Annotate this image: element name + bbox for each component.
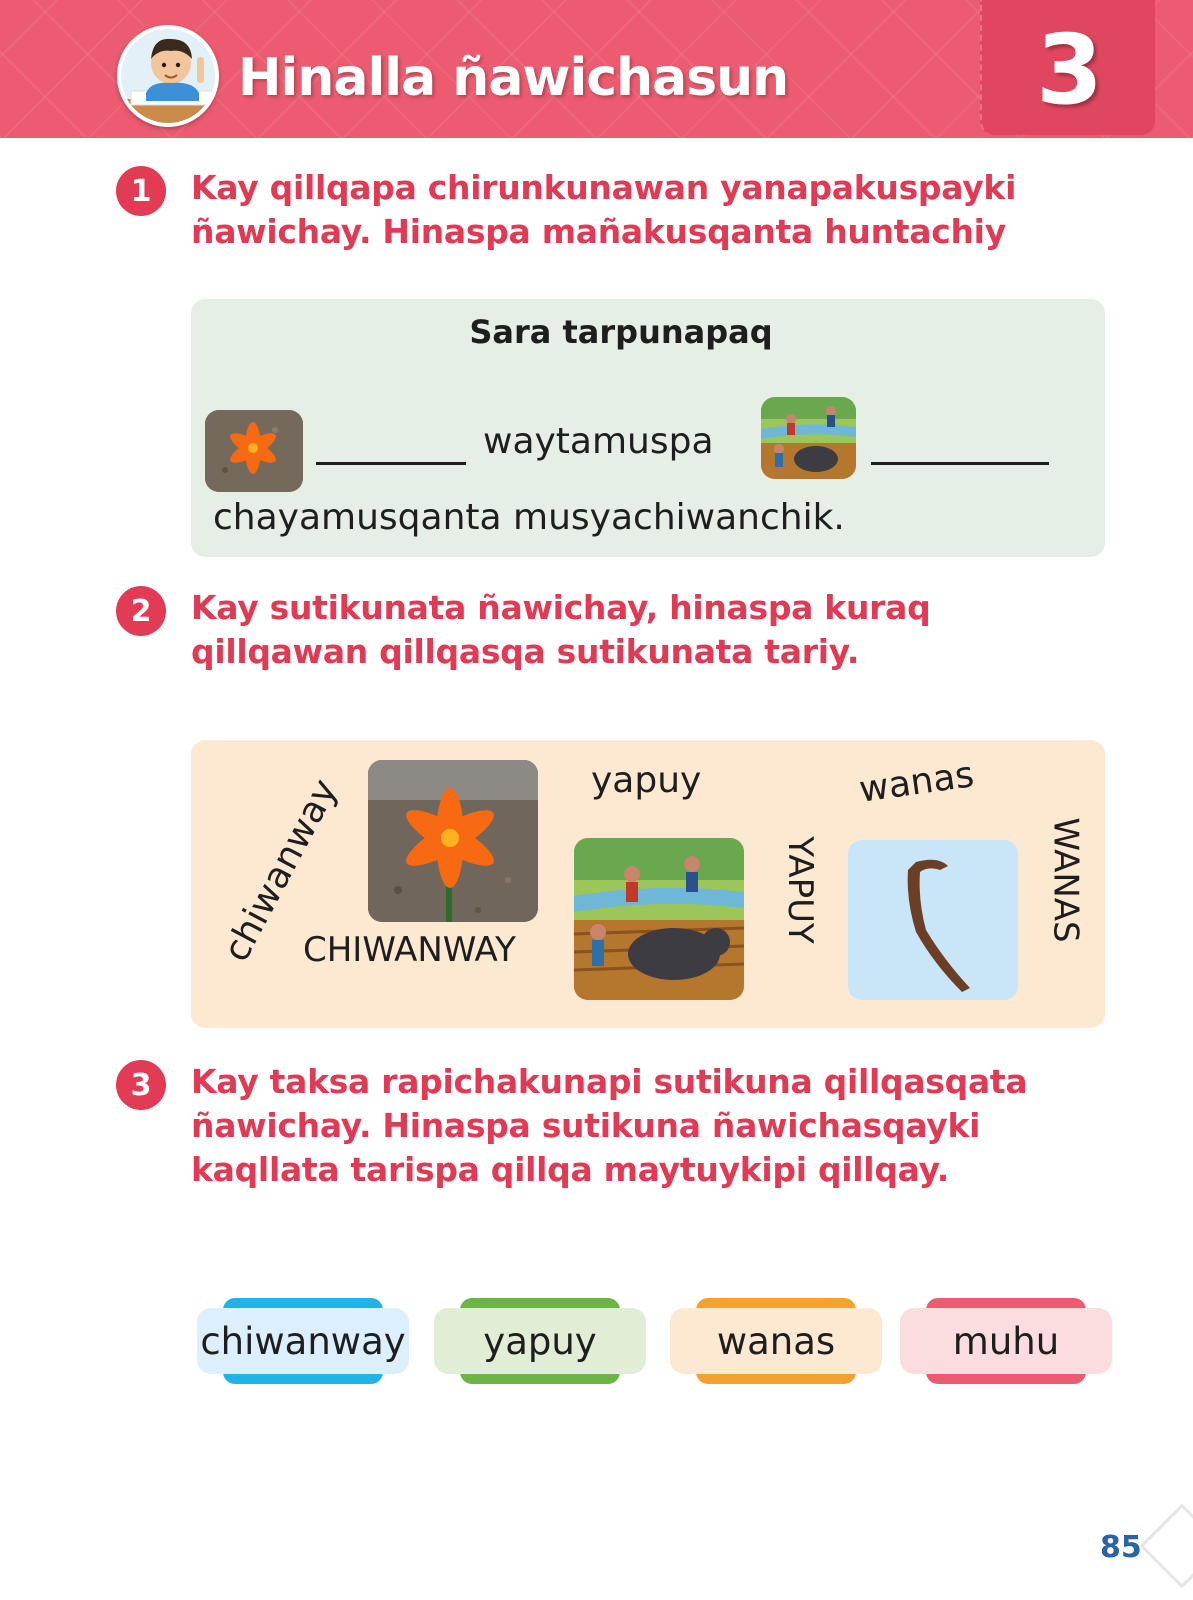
word-card-label: muhu xyxy=(900,1308,1112,1374)
word-card-wanas[interactable]: wanas xyxy=(670,1298,882,1384)
flower-picture xyxy=(205,410,303,492)
unit-number: 3 xyxy=(1036,14,1103,126)
word-chiwanway-upper: CHIWANWAY xyxy=(303,930,516,970)
sentence-text-middle: waytamuspa xyxy=(483,421,714,462)
activity-3-instruction: Kay taksa rapichakunapi sutikuna qillqas… xyxy=(191,1062,1028,1189)
word-yapuy-upper: YAPUY xyxy=(779,836,820,944)
page-title: Hinalla ñawichasun xyxy=(238,48,789,108)
plowing-field-picture-large xyxy=(574,838,744,1000)
blank-line-2[interactable] xyxy=(871,462,1049,465)
word-card-chiwanway[interactable]: chiwanway xyxy=(197,1298,409,1384)
word-card-yapuy[interactable]: yapuy xyxy=(434,1298,646,1384)
sentence-text-end: chayamusqanta musyachiwanchik. xyxy=(213,497,845,538)
activity-3-number: 3 xyxy=(116,1060,166,1110)
boy-reading-illustration xyxy=(117,25,219,127)
activity-1-number: 1 xyxy=(116,166,166,216)
sentence-box: Sara tarpunapaq waytamuspa chayamusqa xyxy=(191,299,1105,557)
unit-tab: 3 xyxy=(980,0,1155,135)
activity-2-number: 2 xyxy=(116,586,166,636)
header-band: Hinalla ñawichasun 3 xyxy=(0,0,1193,138)
flower-picture-large xyxy=(368,760,538,922)
corner-diamond-decoration xyxy=(1139,1503,1193,1589)
word-wanas-upper: WANAS xyxy=(1045,817,1086,943)
activity-1-instruction: Kay qillqapa chirunkunawan yanapakuspayk… xyxy=(191,168,1017,251)
word-wanas-lower: wanas xyxy=(856,754,977,811)
page-number: 85 xyxy=(1100,1530,1142,1565)
word-yapuy-lower: yapuy xyxy=(591,760,702,801)
wanas-tool-picture xyxy=(848,840,1018,1000)
activity-2-instruction: Kay sutikunata ñawichay, hinaspa kuraq q… xyxy=(191,588,931,671)
plowing-field-picture xyxy=(761,397,856,479)
word-pictures-box: chiwanway CHIWANWAY yapuy xyxy=(191,740,1105,1028)
word-card-muhu[interactable]: muhu xyxy=(900,1298,1112,1384)
word-card-label: yapuy xyxy=(434,1308,646,1374)
blank-line-1[interactable] xyxy=(316,462,466,465)
sentence-box-title: Sara tarpunapaq xyxy=(469,313,773,351)
word-card-label: wanas xyxy=(670,1308,882,1374)
word-card-label: chiwanway xyxy=(197,1308,409,1374)
